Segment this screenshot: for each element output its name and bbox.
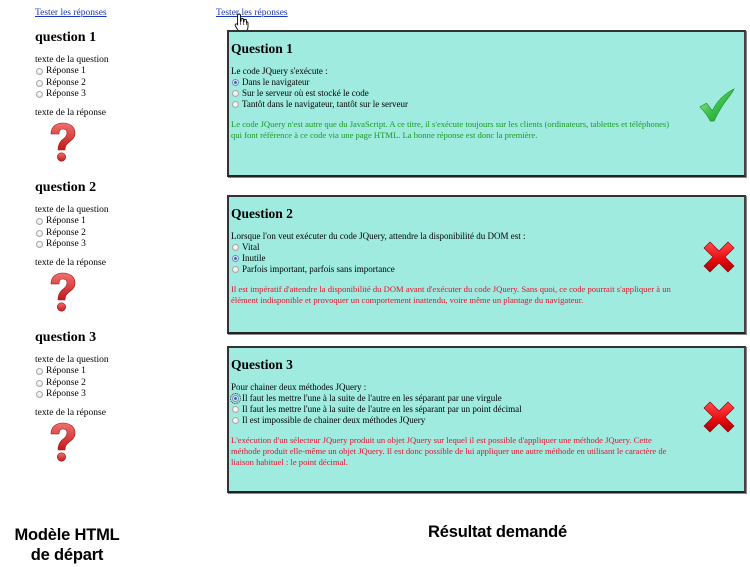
answer-option-1[interactable]: Réponse 1 [35, 366, 205, 378]
answer-option-3[interactable]: Parfois important, parfois sans importan… [231, 264, 742, 275]
option-label: Il faut les mettre l'une à la suite de l… [242, 404, 522, 414]
caption-line-2: de départ [30, 546, 104, 564]
explanation-text: Le code JQuery n'est autre que du JavaSc… [231, 119, 670, 140]
option-label: Réponse 3 [46, 89, 86, 99]
question-title: question 3 [35, 330, 97, 345]
result-question-1: Question 1 Le code JQuery s'exécute : Da… [227, 30, 746, 177]
test-answers-link[interactable]: Tester les réponses [35, 8, 107, 18]
answer-option-1[interactable]: Dans le navigateur [231, 77, 742, 88]
radio-button[interactable] [36, 368, 43, 376]
radio-button[interactable] [232, 101, 239, 108]
answer-option-2[interactable]: Réponse 2 [35, 78, 205, 90]
radio-button[interactable] [232, 406, 239, 413]
model-question-2: question 2 texte de la question Réponse … [35, 180, 205, 317]
option-label: Réponse 2 [46, 377, 86, 388]
option-label: Parfois important, parfois sans importan… [242, 264, 395, 274]
answer-option-2[interactable]: Il faut les mettre l'une à la suite de l… [231, 404, 742, 415]
question-title: question 1 [35, 30, 97, 45]
model-question-1: question 1 texte de la question Réponse … [35, 30, 205, 167]
question-mark-icon [50, 272, 76, 311]
radio-button[interactable] [232, 90, 239, 97]
caption-starting-model: Modèle HTML de départ [2, 525, 132, 565]
explanation-text: L'exécution d'un sélecteur JQuery produi… [231, 435, 667, 467]
answer-option-2[interactable]: Sur le serveur où est stocké le code [231, 88, 742, 99]
answer-text: texte de la réponse [35, 257, 106, 268]
option-label: Il faut les mettre l'une à la suite de l… [242, 393, 502, 403]
radio-button[interactable] [232, 244, 239, 251]
radio-button[interactable] [36, 91, 43, 99]
answer-text: texte de la réponse [35, 407, 106, 418]
radio-button[interactable] [36, 79, 43, 87]
question-text: Lorsque l'on veut exécuter du code JQuer… [231, 231, 526, 241]
radio-button-selected[interactable] [230, 393, 241, 404]
option-label: Vital [242, 242, 260, 252]
model-question-3: question 3 texte de la question Réponse … [35, 330, 205, 467]
radio-button-selected[interactable] [232, 255, 239, 262]
option-label: Réponse 3 [46, 389, 86, 399]
caption-requested-result: Résultat demandé [428, 523, 567, 541]
question-mark-icon [50, 122, 76, 161]
radio-button-selected[interactable] [232, 79, 239, 86]
radio-button[interactable] [232, 266, 239, 273]
answer-option-3[interactable]: Il est impossible de chainer deux méthod… [231, 415, 742, 426]
checkmark-icon [699, 88, 735, 122]
radio-button[interactable] [232, 417, 239, 424]
answer-option-3[interactable]: Tantôt dans le navigateur, tantôt sur le… [231, 99, 742, 110]
question-title: Question 3 [231, 357, 293, 372]
option-label: Inutile [242, 253, 266, 263]
radio-button[interactable] [36, 391, 43, 399]
cross-icon [703, 241, 735, 273]
answer-option-1[interactable]: Il faut les mettre l'une à la suite de l… [230, 393, 742, 404]
answer-option-1[interactable]: Réponse 1 [35, 216, 205, 228]
answer-option-3[interactable]: Réponse 3 [35, 389, 205, 401]
option-label: Réponse 3 [46, 239, 86, 249]
answer-option-1[interactable]: Vital [231, 242, 742, 253]
option-label: Sur le serveur où est stocké le code [242, 88, 369, 98]
result-question-2: Question 2 Lorsque l'on veut exécuter du… [227, 195, 746, 334]
answer-option-2[interactable]: Réponse 2 [35, 228, 205, 240]
option-label: Il est impossible de chainer deux méthod… [242, 415, 426, 425]
question-text: texte de la question [35, 205, 109, 215]
answer-option-1[interactable]: Réponse 1 [35, 66, 205, 78]
question-text: texte de la question [35, 55, 109, 65]
option-label: Tantôt dans le navigateur, tantôt sur le… [242, 99, 408, 109]
explanation-text: Il est impératif d'attendre la disponibi… [231, 284, 671, 305]
answer-option-2[interactable]: Inutile [231, 253, 742, 264]
question-text: Pour chainer deux méthodes JQuery : [231, 382, 367, 392]
answer-option-3[interactable]: Réponse 3 [35, 89, 205, 101]
option-label: Réponse 2 [46, 227, 86, 238]
question-title: Question 2 [231, 206, 293, 221]
option-label: Réponse 1 [46, 66, 86, 76]
caption-line-1: Modèle HTML [14, 526, 120, 544]
test-answers-link-result[interactable]: Tester les réponses [216, 8, 288, 18]
answer-text: texte de la réponse [35, 107, 106, 118]
answer-option-3[interactable]: Réponse 3 [35, 239, 205, 251]
option-label: Dans le navigateur [242, 77, 310, 87]
question-text: texte de la question [35, 355, 109, 365]
question-title: Question 1 [231, 41, 293, 56]
radio-button[interactable] [36, 218, 43, 226]
answer-option-2[interactable]: Réponse 2 [35, 378, 205, 390]
radio-button[interactable] [36, 241, 43, 249]
radio-button[interactable] [36, 229, 43, 237]
option-label: Réponse 1 [46, 216, 86, 226]
question-title: question 2 [35, 180, 97, 195]
radio-button[interactable] [36, 68, 43, 76]
option-label: Réponse 1 [46, 366, 86, 376]
question-text: Le code JQuery s'exécute : [231, 66, 328, 76]
question-mark-icon [50, 422, 76, 461]
result-question-3: Question 3 Pour chainer deux méthodes JQ… [227, 346, 746, 493]
option-label: Réponse 2 [46, 77, 86, 88]
hand-pointer-cursor-icon [234, 13, 249, 33]
cross-icon [703, 401, 735, 433]
radio-button[interactable] [36, 379, 43, 387]
